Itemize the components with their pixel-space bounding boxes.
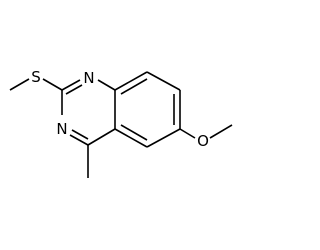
bond-c8a-c8-inner bbox=[120, 78, 148, 95]
bond-c5-c4a bbox=[114, 128, 148, 148]
bond-c8a-c8 bbox=[114, 71, 148, 91]
atom-label-nitrogen-top: N bbox=[83, 69, 94, 87]
bond-methyl-sulfur bbox=[9, 78, 30, 91]
bond-n3-c4-inner bbox=[71, 129, 89, 140]
bond-sulfur-c2 bbox=[42, 78, 63, 91]
bond-c8-c7 bbox=[146, 71, 181, 91]
atom-label-oxygen: O bbox=[197, 132, 209, 150]
molecule-canvas: S N N O bbox=[9, 68, 233, 178]
bond-c4-c4a bbox=[87, 128, 116, 146]
atom-label-sulfur: S bbox=[31, 68, 41, 86]
bond-c2-n1-inner bbox=[65, 84, 83, 95]
atom-label-nitrogen-bottom: N bbox=[56, 120, 67, 138]
bond-n3-c4 bbox=[69, 134, 89, 146]
bond-c5-c4a-inner bbox=[120, 124, 148, 141]
bond-c6-oxygen bbox=[179, 128, 196, 139]
bond-c2-n1 bbox=[61, 79, 81, 91]
structure-diagram: S N N O bbox=[9, 68, 233, 178]
bond-c6-c5 bbox=[146, 128, 181, 148]
bond-oxygen-methyl bbox=[209, 124, 233, 139]
bond-n1-c8a bbox=[97, 79, 116, 91]
